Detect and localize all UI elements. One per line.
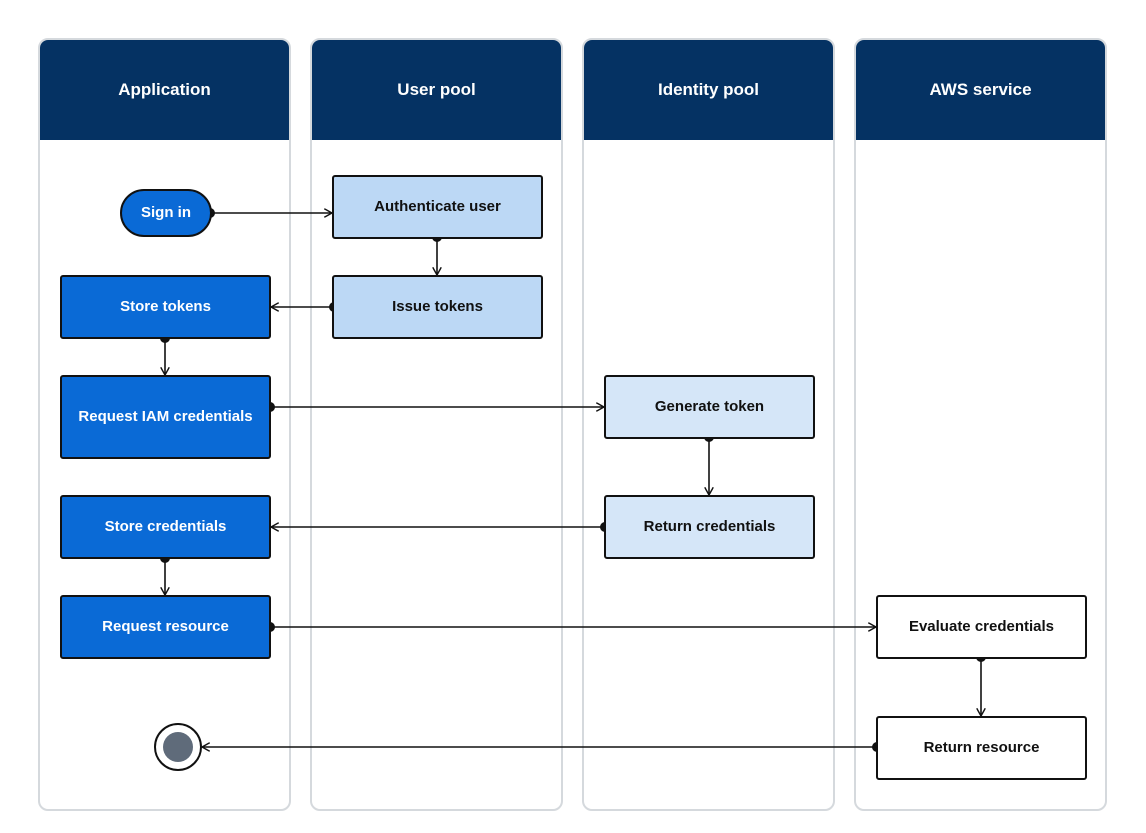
end-state-icon (154, 723, 202, 771)
lane-header-application: Application (40, 40, 289, 140)
lane-header-aws-service: AWS service (856, 40, 1105, 140)
step-return-credentials: Return credentials (604, 495, 815, 559)
lane-header-user-pool: User pool (312, 40, 561, 140)
step-store-tokens: Store tokens (60, 275, 271, 339)
step-issue-tokens: Issue tokens (332, 275, 543, 339)
step-request-iam-credentials: Request IAM credentials (60, 375, 271, 459)
step-evaluate-credentials: Evaluate credentials (876, 595, 1087, 659)
step-authenticate-user: Authenticate user (332, 175, 543, 239)
end-state-dot (163, 732, 193, 762)
step-return-resource: Return resource (876, 716, 1087, 780)
lane-user-pool: User pool (310, 38, 563, 811)
step-generate-token: Generate token (604, 375, 815, 439)
lane-header-identity-pool: Identity pool (584, 40, 833, 140)
step-sign-in: Sign in (120, 189, 212, 237)
step-store-credentials: Store credentials (60, 495, 271, 559)
step-request-resource: Request resource (60, 595, 271, 659)
